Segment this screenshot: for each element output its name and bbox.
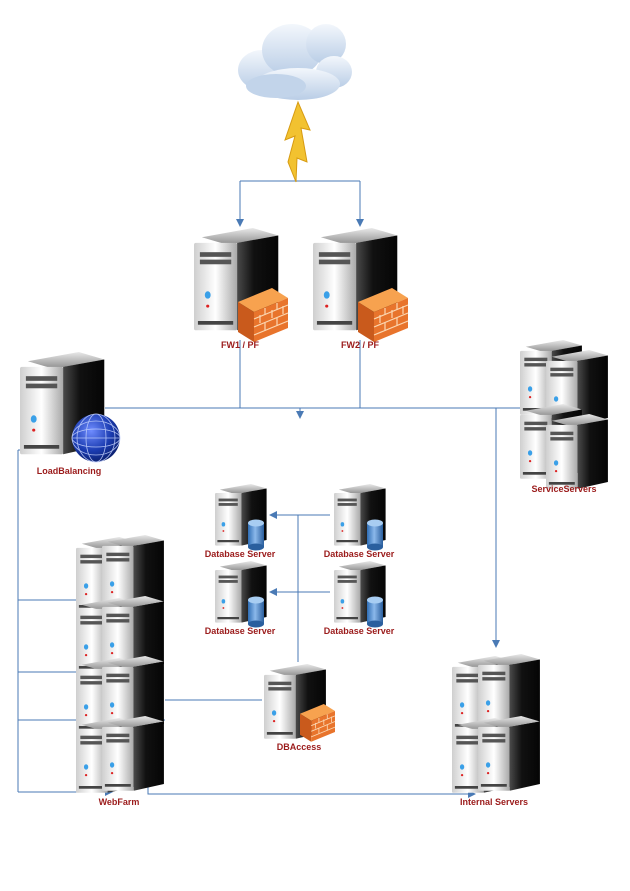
lightning-icon bbox=[284, 100, 311, 183]
fw2-label: FW2 / PF bbox=[341, 340, 380, 350]
server-icon bbox=[478, 654, 540, 729]
web-farm-label: WebFarm bbox=[99, 797, 140, 807]
load-balancing-node[interactable] bbox=[20, 352, 121, 463]
server-icon bbox=[546, 414, 608, 489]
service-servers-node[interactable] bbox=[520, 340, 608, 489]
service-servers-label: ServiceServers bbox=[531, 484, 596, 494]
internal-servers-label: Internal Servers bbox=[460, 797, 528, 807]
fw1-label: FW1 / PF bbox=[221, 340, 260, 350]
db-server-4-node[interactable] bbox=[334, 561, 386, 628]
globe-icon bbox=[71, 413, 121, 463]
database-icon bbox=[367, 519, 383, 551]
db-server-1-label: Database Server bbox=[205, 549, 276, 559]
fw2-node[interactable] bbox=[313, 228, 409, 343]
fw1-node[interactable] bbox=[194, 228, 289, 343]
server-icon bbox=[102, 716, 164, 791]
cloud-icon bbox=[238, 24, 352, 100]
load-balancing-label: LoadBalancing bbox=[37, 466, 102, 476]
database-icon bbox=[248, 596, 264, 628]
internal-servers-node[interactable] bbox=[452, 654, 540, 793]
db-server-3-label: Database Server bbox=[205, 626, 276, 636]
db-server-4-label: Database Server bbox=[324, 626, 395, 636]
db-server-3-node[interactable] bbox=[215, 561, 267, 628]
database-icon bbox=[248, 519, 264, 551]
server-icon bbox=[478, 716, 540, 791]
db-access-label: DBAccess bbox=[277, 742, 322, 752]
web-farm-node[interactable] bbox=[76, 535, 164, 793]
db-server-2-node[interactable] bbox=[334, 484, 386, 551]
db-server-2-label: Database Server bbox=[324, 549, 395, 559]
db-server-1-node[interactable] bbox=[215, 484, 267, 551]
db-access-node[interactable] bbox=[264, 664, 336, 743]
database-icon bbox=[367, 596, 383, 628]
